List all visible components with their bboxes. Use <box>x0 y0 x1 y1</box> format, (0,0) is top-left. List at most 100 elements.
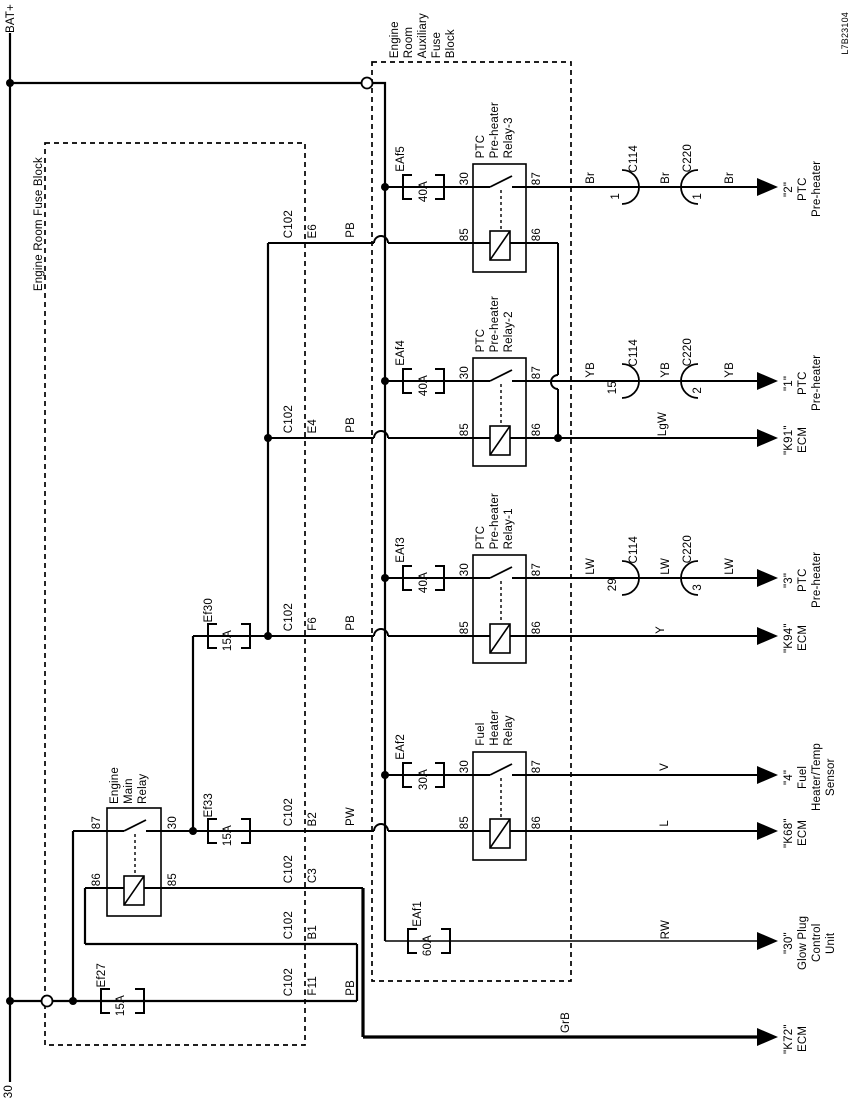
aux-fuse-block-label: Engine Room Auxiliary Fuse Block <box>389 12 457 58</box>
relay-ptc3-pin-86: 86 <box>531 227 543 241</box>
fuse-eaf2-symbol <box>402 762 445 788</box>
wire-color-row1-a: Br <box>585 172 597 184</box>
wire-color-row3-a: LW <box>585 558 597 575</box>
fuse-symbols <box>100 174 451 1014</box>
junction-dots <box>6 79 562 1005</box>
relay-fuel-box <box>472 751 527 861</box>
relay-ptc1-pin-85: 85 <box>459 620 471 634</box>
dest-glow-plug-control-unit: "30" Glow Plug Control Unit <box>783 915 837 971</box>
relay-ptc1-box <box>472 554 527 664</box>
c102-pin-e6: E6 <box>307 223 319 238</box>
dest-ecm-k94: "K94" ECM <box>783 623 809 653</box>
terminal-30-label: 30 <box>3 1084 15 1098</box>
relay-engine-main-label: Engine Main Relay <box>109 766 149 804</box>
c102-name-e6: C102 <box>283 209 295 238</box>
c114-pin-row1: 1 <box>610 193 622 200</box>
c220-pin-row1: 1 <box>692 193 704 200</box>
wire-color-e4: PB <box>345 417 357 433</box>
relay-ptc1-pin-86: 86 <box>531 620 543 634</box>
relay-fuel-pin-86: 86 <box>531 815 543 829</box>
fuse-eaf3-symbol <box>402 565 445 591</box>
c102-name-e4: C102 <box>283 404 295 433</box>
c220-name-row3: C220 <box>682 534 694 563</box>
fuse-ef33-rating: 15A <box>222 824 234 846</box>
relay-ptc1-label: PTC Pre-heater Relay-1 <box>475 492 515 549</box>
c114-name-row3: C114 <box>628 535 640 563</box>
relay-fuel-pin-30: 30 <box>459 759 471 773</box>
wire-color-row2-a: YB <box>585 362 597 378</box>
wire-color-row3-c: LW <box>724 558 736 575</box>
fuse-eaf4-rating: 40A <box>418 374 430 396</box>
relay-ptc2-pin-85: 85 <box>459 422 471 436</box>
c220-name-row2: C220 <box>682 337 694 366</box>
c114-name-row1: C114 <box>628 144 640 172</box>
wire-color-e6: PB <box>345 222 357 238</box>
relay-ptc2-pin-86: 86 <box>531 422 543 436</box>
c102-pin-c3: C3 <box>307 867 319 883</box>
wire-color-y: Y <box>655 626 667 634</box>
fuse-ef27-name: Ef27 <box>96 962 108 987</box>
wire-color-b2: PW <box>345 807 357 826</box>
c220-pin-row2: 2 <box>692 387 704 394</box>
relay-fuel-pin-87: 87 <box>531 759 543 773</box>
fuse-eaf2-rating: 30A <box>418 768 430 790</box>
fuse-eaf1-rating: 60A <box>422 934 434 956</box>
fuse-ef27-symbol <box>100 988 145 1014</box>
fuse-ef27-rating: 15A <box>115 994 127 1016</box>
relay-ptc2-label: PTC Pre-heater Relay-2 <box>475 295 515 352</box>
wire-color-v: V <box>659 763 671 771</box>
relay-ptc1-pin-30: 30 <box>459 562 471 576</box>
c220-arc-row2 <box>680 363 699 399</box>
wire-color-row1-b: Br <box>660 172 672 184</box>
engine-room-fuse-block-outline <box>44 142 306 1046</box>
fuse-eaf1-name: EAf1 <box>412 901 424 927</box>
block-entry-connectors <box>40 76 374 1008</box>
fuse-eaf4-name: EAf4 <box>395 340 407 366</box>
wire-hops <box>373 235 559 832</box>
dest-ptc-preheater-2: "2" PTC Pre-heater <box>783 160 823 218</box>
aux-block-feed <box>10 81 387 941</box>
relay-main-pin-86: 86 <box>91 872 103 886</box>
relay-outlines <box>106 163 527 917</box>
inline-connector-arcs <box>621 169 699 596</box>
c102-name-f6: C102 <box>283 602 295 631</box>
engine-room-aux-fuse-block-outline <box>371 61 572 982</box>
c114-pin-row2: 15 <box>607 380 619 394</box>
relay-main-pin-85: 85 <box>167 872 179 886</box>
relay-ptc1-pin-87: 87 <box>531 562 543 576</box>
relay-ptc3-pin-87: 87 <box>531 171 543 185</box>
dest-ecm-k68: "K68" ECM <box>783 818 809 848</box>
fuse-eaf2-name: EAf2 <box>395 734 407 760</box>
c102-pin-e4: E4 <box>307 418 319 433</box>
c102-name-b2: C102 <box>283 797 295 826</box>
c220-arc-row1 <box>680 169 699 205</box>
wire-color-row2-b: YB <box>660 362 672 378</box>
wire-color-l: L <box>659 820 671 827</box>
power-bus-wires <box>8 33 387 1082</box>
fuse-ef30-name: Ef30 <box>203 597 215 622</box>
fuse-ef33-symbol <box>207 818 251 844</box>
wire-color-row1-c: Br <box>724 172 736 184</box>
relay-ptc2-pin-87: 87 <box>531 365 543 379</box>
relay-engine-main-box <box>106 807 162 917</box>
dest-ecm-k91: "K91" ECM <box>783 425 809 455</box>
fuse-eaf5-symbol <box>402 174 445 200</box>
relay-ptc3-pin-30: 30 <box>459 171 471 185</box>
fuse-ef33-name: Ef33 <box>203 792 215 817</box>
c102-name-c3: C102 <box>283 854 295 883</box>
wire-color-rw: RW <box>660 919 672 939</box>
wire-color-f6: PB <box>345 615 357 631</box>
dest-ecm-k72: "K72" ECM <box>783 1024 809 1054</box>
fuse-eaf5-name: EAf5 <box>395 146 407 172</box>
engine-room-fuse-block-label: Engine Room Fuse Block <box>33 156 45 291</box>
grb-wire <box>361 888 757 1039</box>
wire-color-row3-b: LW <box>660 558 672 575</box>
relay-ptc2-pin-30: 30 <box>459 365 471 379</box>
c114-arc-row3 <box>621 560 640 596</box>
c220-name-row1: C220 <box>682 143 694 172</box>
c114-arc-row1 <box>621 169 640 205</box>
c102-name-f11: C102 <box>283 967 295 996</box>
c220-arc-row3 <box>680 560 699 596</box>
